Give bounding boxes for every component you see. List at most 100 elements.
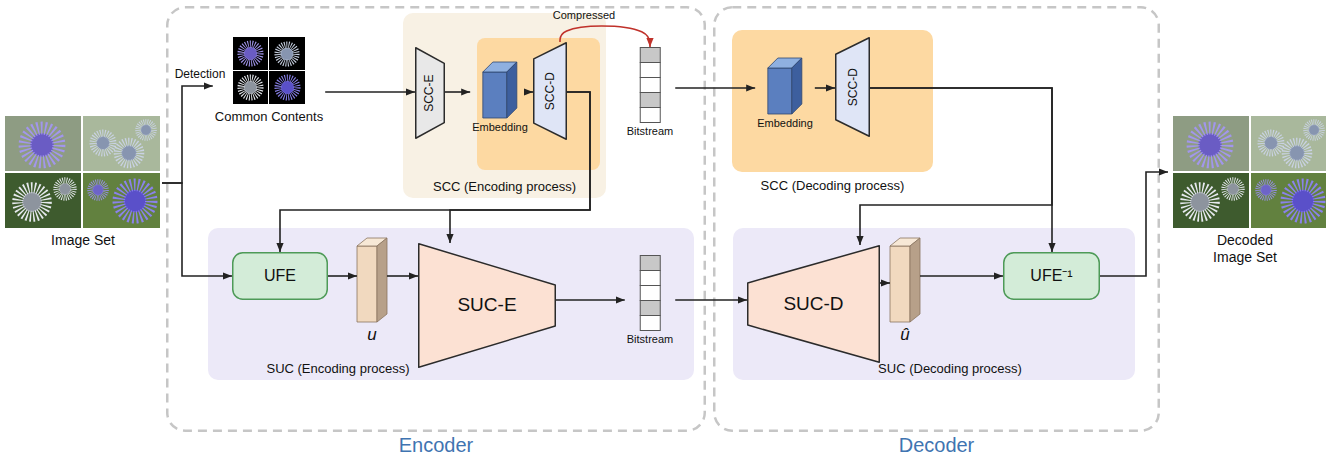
dashed-outline — [714, 7, 1159, 431]
photo-tile — [5, 116, 81, 171]
embedding-cube: Embedding — [755, 58, 815, 130]
cube-face — [768, 68, 792, 114]
photo-tile — [5, 173, 81, 228]
cube-face — [507, 62, 517, 118]
flower — [93, 133, 113, 153]
trapezoid — [419, 244, 556, 368]
suc-encoding-panel: UFE u SUC-E SUC (Encoding process) — [208, 228, 694, 380]
scc-encoding-panel: SCC-EEmbeddingSCC-DSCC (Encoding process… — [403, 13, 606, 198]
decoded-image-set-photos — [1173, 116, 1326, 228]
node-label: Common Contents — [215, 109, 323, 125]
scc-decoder: SCC-D — [533, 42, 567, 140]
node-label: UFE⁻¹ — [1030, 266, 1072, 285]
bit-cell — [640, 256, 660, 271]
inner-panel — [477, 38, 600, 170]
common-contents: Common Contents — [213, 36, 325, 125]
panel-ground — [732, 30, 933, 172]
suc-decoding-panel: SUC-DûUFE⁻¹SUC (Decoding process) — [733, 228, 1135, 380]
trapezoid — [836, 38, 870, 137]
bitstream-shape — [625, 47, 675, 138]
node-label: UFE — [264, 266, 296, 285]
panel-ground — [208, 228, 694, 380]
node-label: SCC (Decoding process) — [761, 178, 905, 194]
node-label: û — [900, 325, 909, 345]
flower — [138, 122, 154, 138]
node-label: SCC-D — [845, 68, 859, 106]
feature-map: u — [357, 238, 387, 345]
node-label: SUC (Encoding process) — [266, 361, 409, 377]
node-label: Bitstream — [627, 333, 673, 346]
edge-label: Compressed — [553, 9, 615, 22]
scc-decoding-panel-shape — [732, 30, 933, 172]
photo-tile — [233, 71, 268, 104]
common-contents-photos — [233, 37, 305, 104]
flower — [241, 78, 260, 97]
decoder-region: Embedding SCC-D SCC (Decoding process) SUC-… — [713, 6, 1160, 432]
photo-tile — [269, 37, 305, 70]
edge-label: Detection — [175, 67, 226, 81]
node-label: Embedding — [757, 117, 813, 130]
feature-face — [910, 238, 920, 322]
photo-tile — [83, 116, 160, 171]
node-label: Image Set — [51, 232, 115, 249]
bit-cell — [640, 316, 660, 331]
image-set-photos — [5, 116, 160, 228]
bitstream: Bitstream — [625, 47, 675, 138]
bit-cell — [640, 93, 660, 108]
image-set-shape — [4, 115, 162, 249]
scc-decoding-panel: EmbeddingSCC-DSCC (Decoding process) — [732, 30, 933, 172]
connector-arrow — [162, 86, 213, 183]
flower — [18, 188, 47, 217]
node-label: Encoder — [399, 433, 474, 457]
node-label: SUC-E — [457, 294, 516, 317]
flower — [119, 185, 152, 218]
ufe-inverse-box: UFE⁻¹ — [1003, 252, 1100, 300]
ufe-box: UFE — [232, 252, 328, 300]
node-label: SUC-D — [783, 293, 843, 316]
rounded-box — [233, 253, 328, 300]
suc-encoder: SUC-E — [418, 243, 556, 368]
bit-cell — [640, 301, 660, 316]
bit-cell — [640, 108, 660, 123]
flower — [241, 44, 260, 63]
suc-decoder: SUC-D — [747, 245, 880, 363]
node-label: Bitstream — [627, 125, 673, 138]
flower — [278, 78, 297, 97]
decoded-image-set: Decoded Image Set — [1168, 115, 1322, 266]
feature-face — [890, 246, 910, 322]
photo-tile — [233, 37, 268, 70]
scc-encoder: SCC-E — [415, 47, 445, 139]
cube-face — [483, 72, 507, 118]
bitstream-shape — [625, 255, 675, 346]
bit-cell — [640, 63, 660, 78]
embedding-cube: Embedding — [470, 62, 530, 134]
trapezoid — [416, 48, 445, 139]
bit-cell — [640, 271, 660, 286]
node-label: SCC-D — [543, 72, 557, 110]
flower — [90, 182, 106, 198]
rounded-box — [1004, 253, 1100, 300]
node-label: SCC-E — [423, 74, 437, 111]
feature-face — [377, 238, 387, 322]
panel-ground — [403, 13, 606, 198]
encoder-region: Common ContentsSCC-EEmbeddingSCC-DSCC (E… — [166, 6, 706, 432]
bit-cell — [640, 48, 660, 63]
bit-cell — [640, 78, 660, 93]
flower — [57, 181, 74, 198]
node-label: Decoder — [899, 433, 975, 457]
bit-cell — [640, 286, 660, 301]
bitstream: Bitstream — [625, 255, 675, 346]
edge-label-holder: Compressed — [553, 9, 615, 22]
dashed-outline — [167, 7, 705, 431]
edge-label-holder: Detection — [175, 67, 226, 81]
trapezoid — [534, 43, 567, 140]
flower — [278, 45, 296, 63]
flower — [118, 142, 140, 164]
node-label: u — [367, 325, 376, 345]
image-set: Image Set — [4, 115, 162, 249]
feature-face — [357, 246, 377, 322]
trapezoid — [748, 246, 880, 363]
panel-ground — [733, 228, 1135, 380]
